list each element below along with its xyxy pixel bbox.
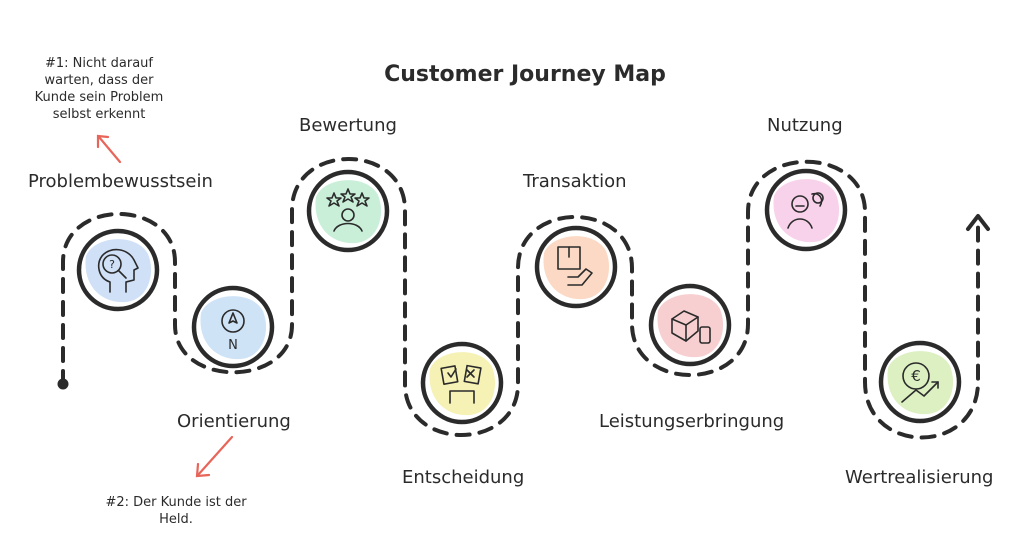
svg-text:N: N <box>228 338 238 353</box>
journey-path <box>61 157 980 440</box>
stage-color-fill <box>200 296 267 360</box>
stage-node-bewertung <box>306 169 390 253</box>
path-start-dot <box>57 378 69 390</box>
note-arrow-1 <box>96 134 122 164</box>
note-arrow-2 <box>195 435 234 478</box>
checklist-decision-icon <box>440 364 482 404</box>
star-rating-icon <box>326 188 370 232</box>
page-title: Customer Journey Map <box>384 62 666 87</box>
path-end-arrow <box>966 214 990 231</box>
stage-label-transaktion: Transaktion <box>523 171 627 192</box>
stage-color-fill <box>315 180 382 244</box>
stage-color-fill <box>543 236 610 300</box>
note-2: #2: Der Kunde ist der Held. <box>105 495 247 527</box>
stage-label-bewertung: Bewertung <box>299 115 397 136</box>
euro-growth-icon: € <box>901 362 939 403</box>
note-1: #1: Nicht darauf warten, dass der Kunde … <box>34 56 164 122</box>
svg-text:€: € <box>911 367 921 385</box>
stage-label-entscheidung: Entscheidung <box>402 467 525 488</box>
package-hand-icon <box>557 246 593 286</box>
stage-node-problembewusstsein: ? <box>76 228 160 312</box>
stage-color-fill <box>887 351 954 415</box>
stage-node-wertrealisierung: € <box>878 340 962 424</box>
stage-node-nutzung <box>764 168 848 252</box>
usage-person-icon <box>787 192 824 229</box>
stage-label-nutzung: Nutzung <box>767 115 843 136</box>
magnifier-head-icon: ? <box>97 248 139 293</box>
compass-icon: N <box>221 309 245 353</box>
stage-label-orientierung: Orientierung <box>177 411 291 432</box>
stage-node-orientierung: N <box>191 285 275 369</box>
stage-color-fill <box>657 294 724 358</box>
stage-label-leistungserbringung: Leistungserbringung <box>599 411 785 432</box>
stage-label-wertrealisierung: Wertrealisierung <box>845 467 994 488</box>
stage-node-entscheidung <box>420 341 504 425</box>
delivery-box-icon <box>671 310 711 344</box>
stage-node-leistungserbringung <box>648 283 732 367</box>
stage-label-problembewusstsein: Problembewusstsein <box>28 171 213 192</box>
stage-node-transaktion <box>534 225 618 309</box>
svg-text:?: ? <box>109 258 115 271</box>
